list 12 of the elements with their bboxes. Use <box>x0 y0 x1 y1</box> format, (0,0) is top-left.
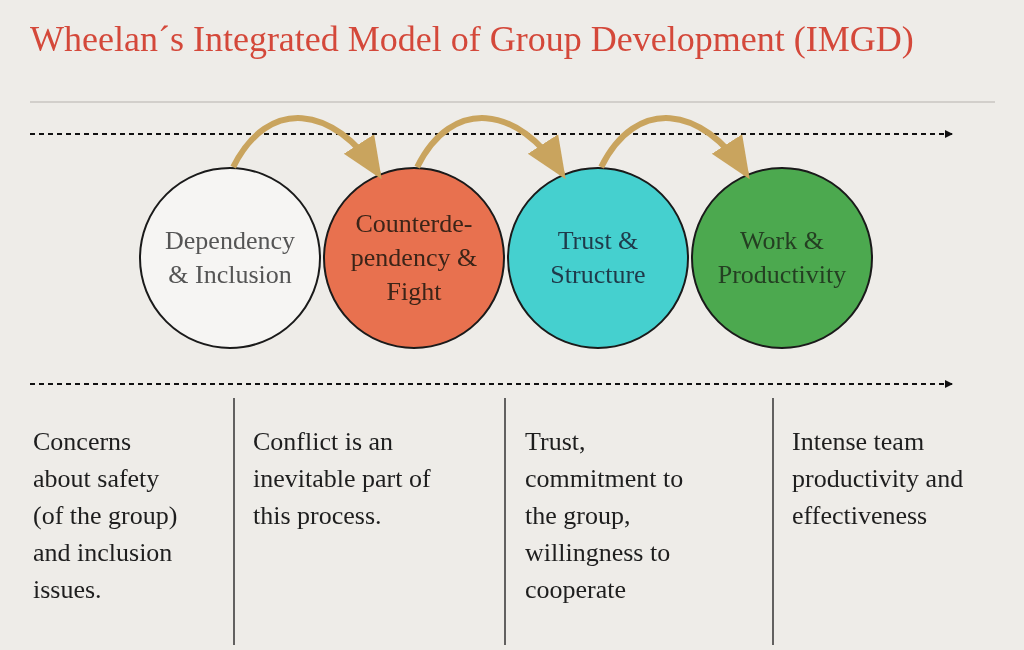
description-text: Conflict is an inevitable part of this process. <box>253 426 432 532</box>
description-text: Concerns about safety (of the group) and inclusion issues. <box>33 426 179 606</box>
curved-arrow <box>598 115 750 180</box>
stage-label: Work & Productivity <box>716 225 848 291</box>
stage-label: Counterde-pendency & Fight <box>349 208 479 308</box>
curved-arrow <box>414 115 566 180</box>
description-text: Trust, commitment to the group, willingness to cooperate <box>525 426 685 606</box>
title: Wheelan´s Integrated Model of Group Development (IMGD) <box>30 18 914 60</box>
stage-label: Trust & Structure <box>549 225 647 291</box>
description-text: Intense team productivity and effectiveness <box>792 426 965 532</box>
curved-arrow <box>230 115 382 180</box>
stage-label: Dependency & Inclusion <box>164 225 296 291</box>
